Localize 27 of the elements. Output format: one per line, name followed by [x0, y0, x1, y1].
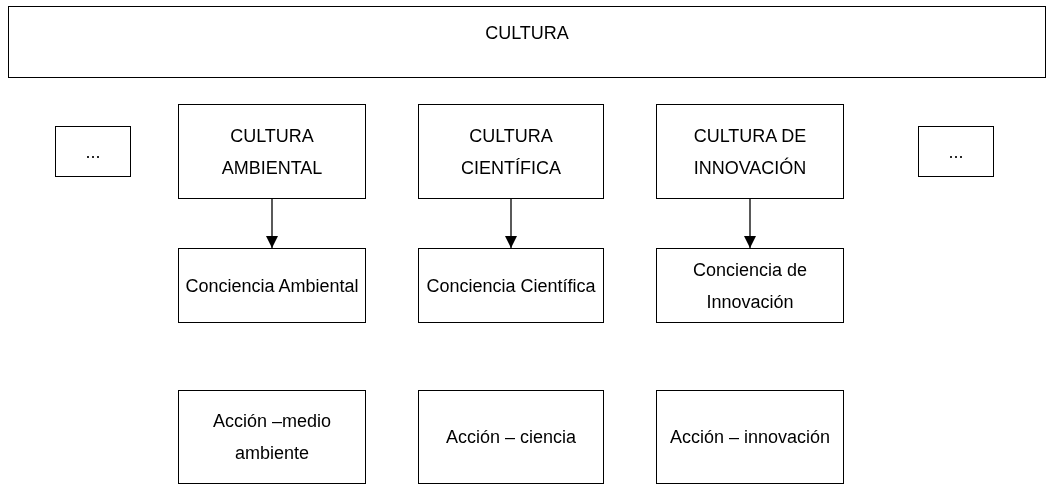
box-label: Acción – innovación	[668, 426, 832, 449]
box-label: ...	[947, 140, 965, 164]
text-box	[178, 248, 366, 323]
text-box	[178, 390, 366, 484]
box-label: Acción –medio ambiente	[211, 410, 333, 465]
arrow	[744, 198, 756, 249]
box-label: Acción – ciencia	[444, 426, 578, 449]
arrow	[266, 198, 278, 249]
box-label: CULTURA AMBIENTAL	[220, 124, 324, 180]
text-box	[656, 390, 844, 484]
text-box	[418, 104, 604, 199]
box-label: ...	[84, 140, 102, 164]
box-label: CULTURA DE INNOVACIÓN	[692, 124, 808, 180]
box-label: CULTURA	[484, 22, 570, 45]
box-label: Conciencia Científica	[425, 274, 597, 298]
box-label: Conciencia Ambiental	[184, 274, 360, 298]
text-box	[178, 104, 366, 199]
box-label: CULTURA CIENTÍFICA	[460, 124, 562, 180]
text-box	[918, 126, 994, 177]
text-box	[55, 126, 131, 177]
box-label: Conciencia de Innovación	[691, 258, 809, 314]
text-box	[418, 390, 604, 484]
text-box	[418, 248, 604, 323]
text-box	[8, 6, 1046, 78]
text-box	[656, 248, 844, 323]
arrow	[505, 198, 517, 249]
text-box	[656, 104, 844, 199]
